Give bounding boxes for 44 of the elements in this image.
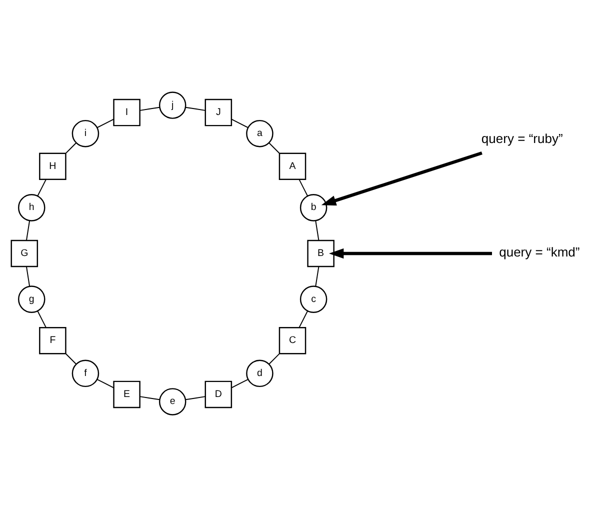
connector bbox=[268, 352, 280, 364]
connector bbox=[26, 220, 30, 240]
connector bbox=[140, 106, 160, 110]
node-text: query = “kmd” bbox=[499, 244, 580, 260]
node-circle: e bbox=[158, 388, 186, 415]
connector bbox=[26, 266, 30, 286]
node-box: J bbox=[204, 98, 232, 126]
node-circle: a bbox=[246, 119, 274, 147]
connector bbox=[37, 178, 47, 196]
node-circle: j bbox=[158, 91, 186, 118]
connector bbox=[185, 396, 206, 400]
node-box: A bbox=[278, 152, 306, 180]
node-box: D bbox=[204, 380, 232, 408]
node-circle: b bbox=[300, 194, 328, 221]
node-box: C bbox=[278, 326, 306, 354]
node-box: I bbox=[113, 98, 140, 126]
node-box: F bbox=[39, 326, 66, 354]
node-circle: c bbox=[300, 285, 328, 312]
arrow bbox=[321, 150, 482, 206]
node-text: query = “ruby” bbox=[481, 130, 563, 146]
connector bbox=[298, 178, 308, 196]
connector bbox=[185, 106, 206, 110]
connector bbox=[96, 378, 114, 388]
connector bbox=[66, 142, 77, 154]
node-circle: g bbox=[18, 285, 46, 312]
node-box: G bbox=[10, 239, 38, 267]
node-box: E bbox=[113, 380, 140, 408]
node-circle: f bbox=[72, 359, 100, 387]
node-circle: d bbox=[246, 359, 274, 387]
node-box: H bbox=[39, 152, 66, 180]
connector bbox=[315, 220, 320, 240]
connector bbox=[230, 378, 248, 388]
connector bbox=[37, 310, 47, 328]
arrow bbox=[328, 248, 492, 258]
connector bbox=[298, 310, 308, 328]
node-circle: h bbox=[18, 194, 46, 221]
connector bbox=[65, 352, 77, 364]
connector bbox=[315, 266, 320, 286]
connector bbox=[268, 142, 280, 154]
connector bbox=[96, 118, 114, 128]
node-box: B bbox=[307, 239, 334, 267]
node-circle: i bbox=[72, 119, 100, 147]
connector bbox=[140, 396, 160, 400]
connector bbox=[231, 118, 248, 128]
